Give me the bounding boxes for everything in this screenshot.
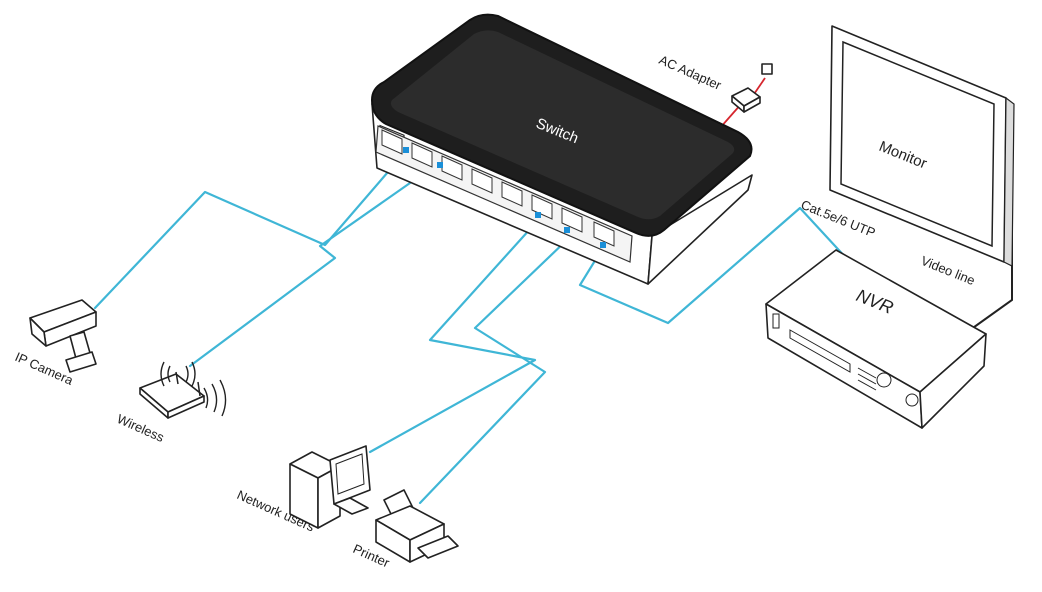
ac-adapter-label: AC Adapter (657, 52, 724, 93)
wireless-label: Wireless (115, 411, 167, 445)
printer-icon: Printer (351, 489, 459, 571)
switch-icon: Switch (370, 13, 753, 285)
cable-wireless (188, 160, 442, 368)
cable-printer (418, 235, 572, 505)
port-leds (403, 147, 606, 248)
cable-network-users (368, 216, 542, 454)
desktop-computer-icon: Network users (235, 445, 371, 535)
cable-ip-camera (93, 156, 402, 310)
monitor-icon: Monitor (829, 25, 1015, 267)
nvr-icon: NVR (765, 249, 987, 429)
wireless-router-icon: Wireless (115, 361, 227, 445)
wall-outlet (761, 63, 773, 75)
ip-camera-icon: IP Camera (13, 299, 97, 388)
nvr-front-panel (772, 313, 919, 407)
ip-camera-label: IP Camera (13, 349, 76, 388)
port-row (381, 129, 615, 247)
cable-nvr (578, 206, 850, 325)
video-line-label: Video line (919, 253, 977, 288)
